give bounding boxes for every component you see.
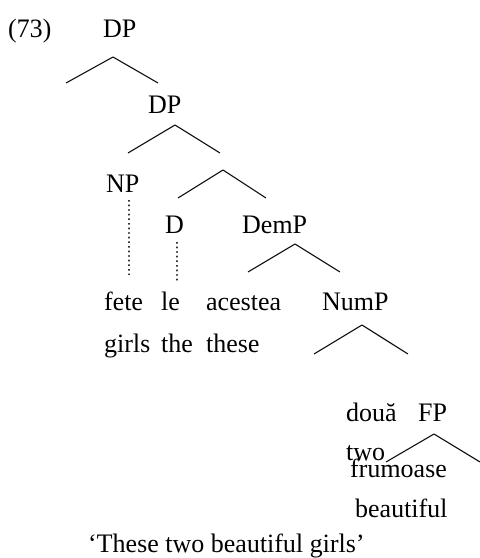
branch-dp-root-right: [112, 56, 159, 84]
node-np: NP: [106, 169, 139, 198]
word-fete: fete: [104, 287, 143, 316]
branch-demp-right: [294, 243, 341, 273]
word-acestea: acestea: [206, 287, 282, 316]
gloss-the: the: [161, 329, 193, 358]
branch-nump-right: [361, 324, 409, 355]
branch-dp-inner-right: [174, 124, 221, 154]
word-frumoase: frumoase: [350, 454, 447, 483]
node-dp-inner: DP: [148, 90, 181, 119]
branch-dbar-left: [177, 169, 224, 199]
gloss-beautiful: beautiful: [355, 494, 447, 523]
dotted-links: [128, 200, 178, 283]
branch-fp-left: [385, 433, 435, 463]
example-number: (73): [8, 14, 51, 43]
node-d: D: [165, 210, 184, 239]
branch-nump-left: [313, 324, 363, 355]
node-nump: NumP: [322, 287, 388, 316]
branch-dbar-right: [222, 169, 267, 199]
node-fp: FP: [418, 398, 447, 427]
word-le: le: [161, 287, 180, 316]
branch-fp-right: [433, 433, 480, 463]
branch-dp-inner-left: [127, 124, 176, 154]
branch-dp-root-left: [65, 56, 114, 84]
branch-demp-left: [247, 243, 296, 273]
tree-branches: [65, 56, 480, 463]
free-translation: ‘These two beautiful girls’: [88, 529, 365, 558]
node-demp: DemP: [242, 210, 307, 239]
gloss-these: these: [206, 329, 259, 358]
gloss-girls: girls: [104, 329, 150, 358]
word-doua: două: [346, 398, 397, 427]
node-dp-root: DP: [103, 14, 136, 43]
gloss-two: two: [346, 437, 385, 466]
